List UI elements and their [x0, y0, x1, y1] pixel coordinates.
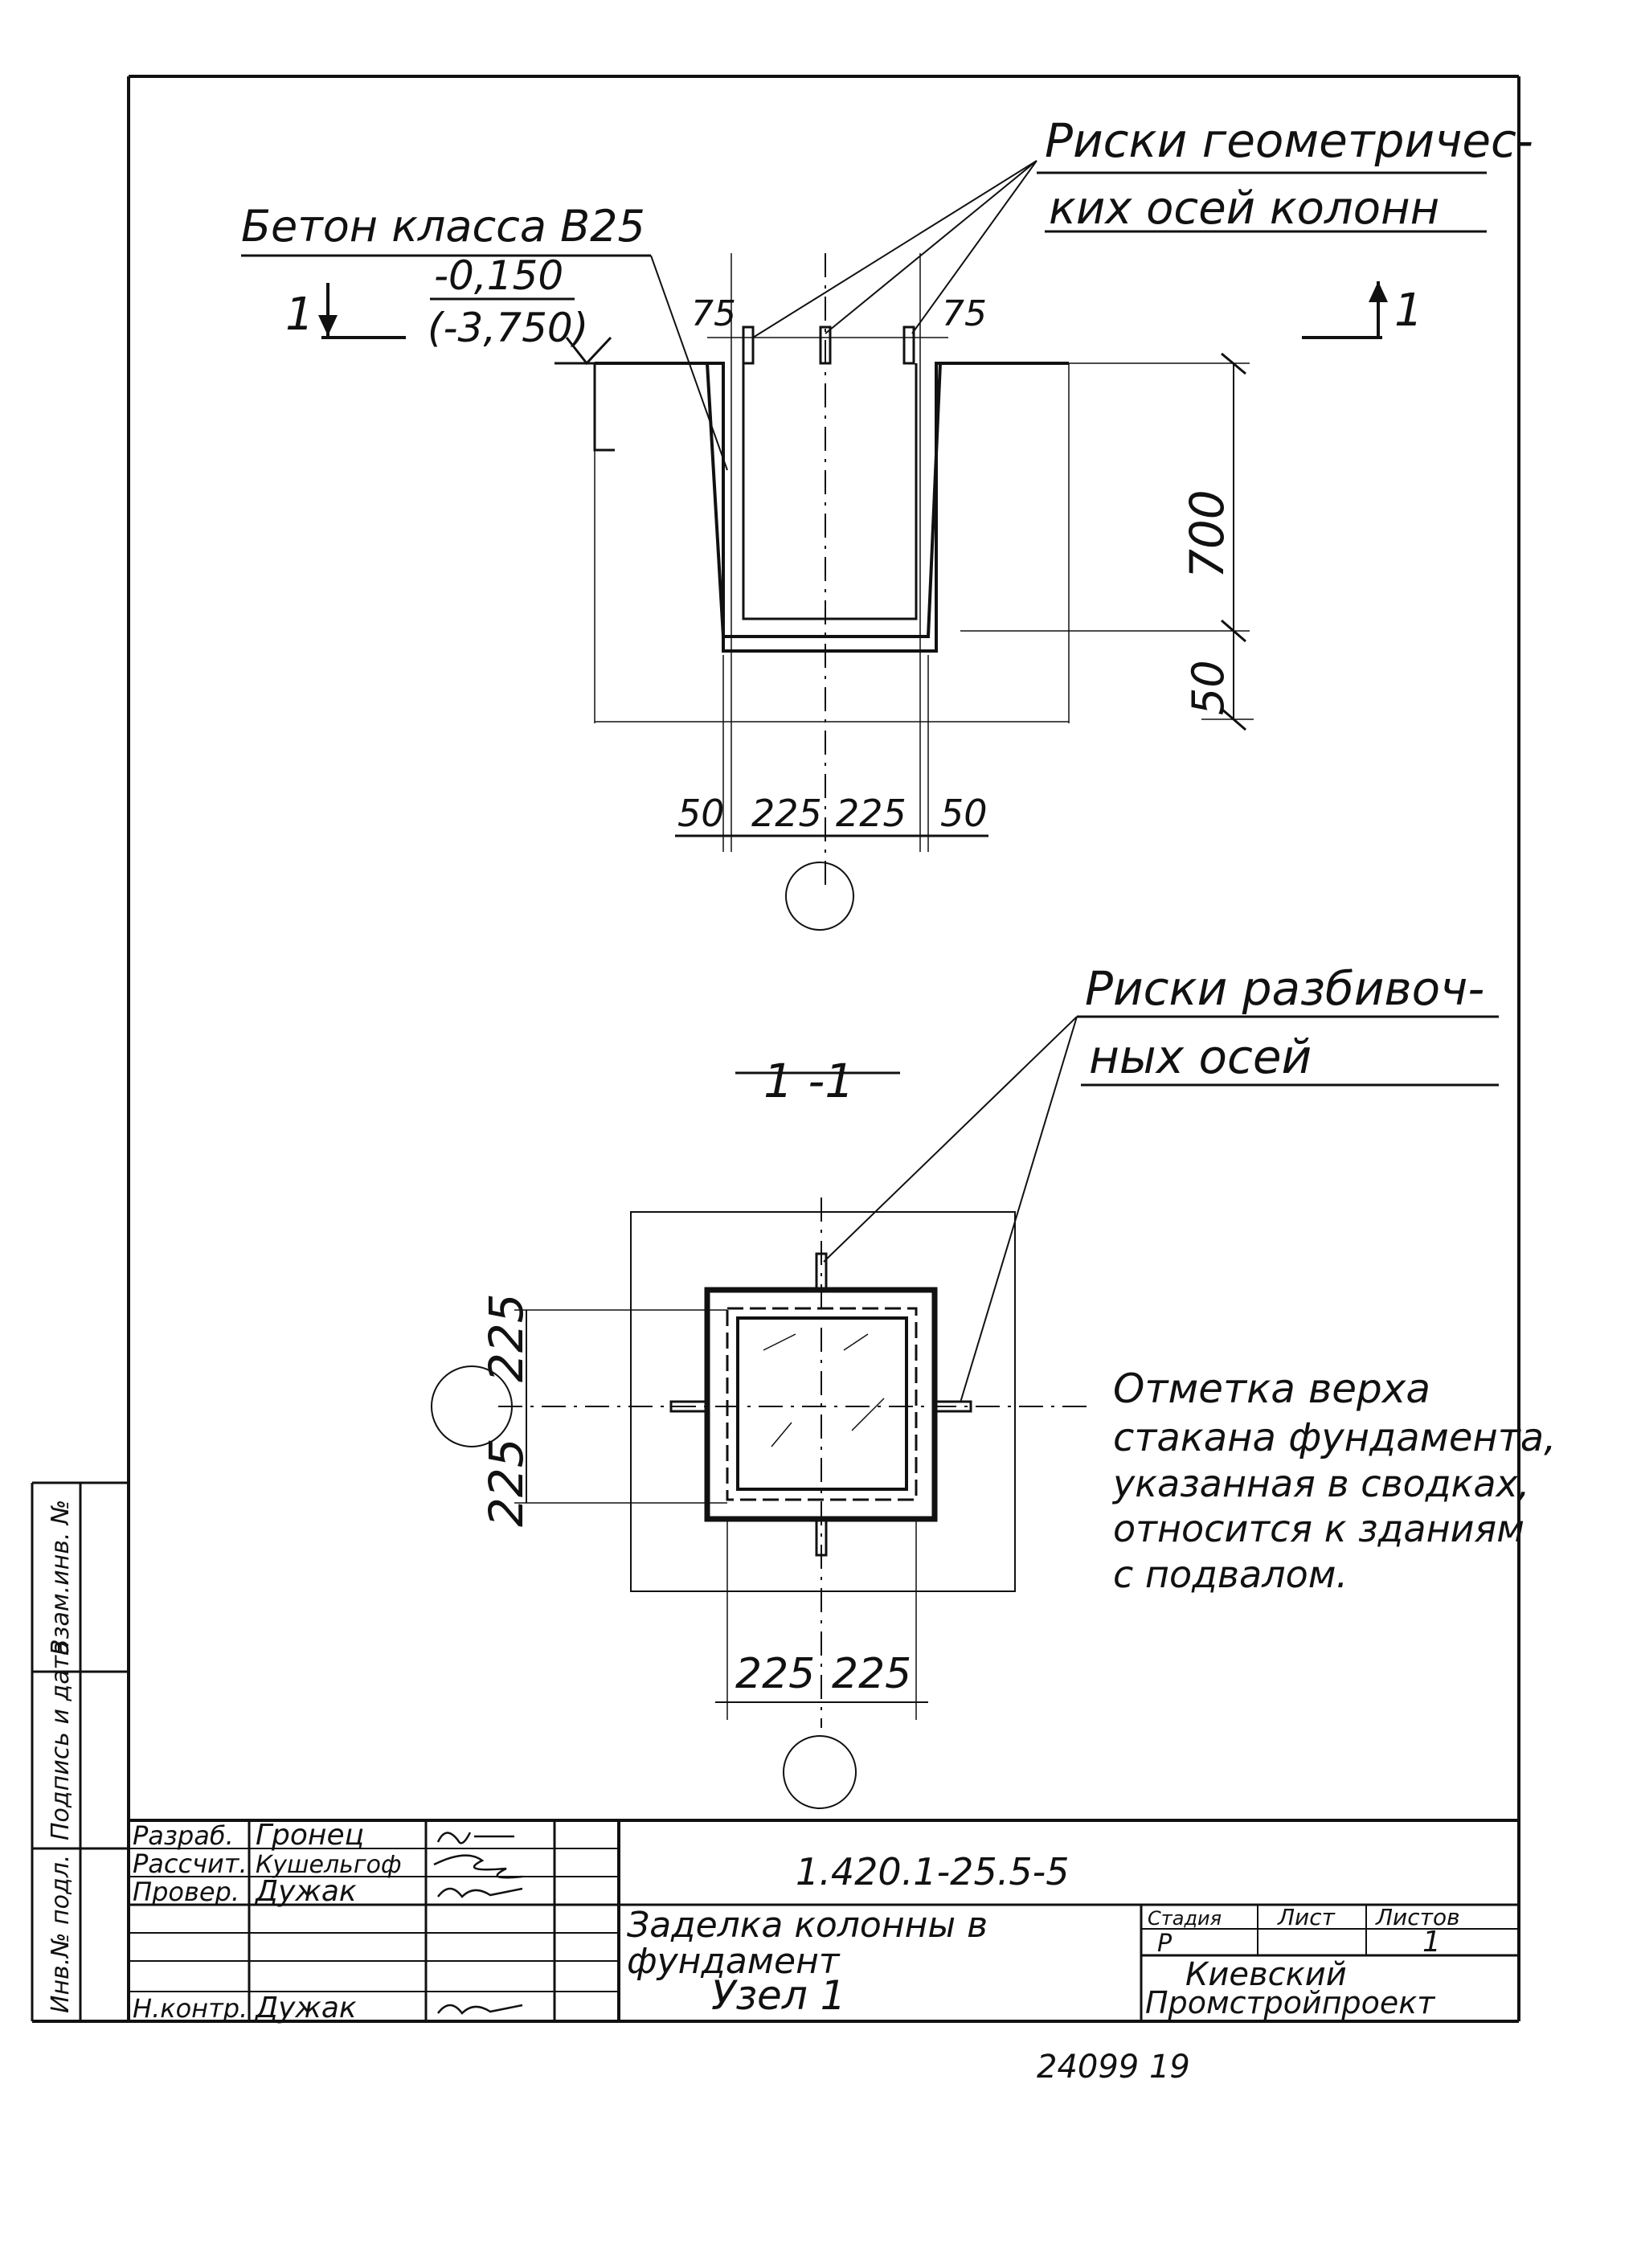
side-stamp: Взам.инв. № Подпись и дата Инв.№ подл.	[31, 1481, 129, 2021]
note-line-3: относится к зданиям	[1113, 1507, 1524, 1550]
socket-wall-left	[706, 362, 942, 638]
signature-2	[437, 1887, 523, 1898]
sheets-value: 1	[1422, 1926, 1441, 1959]
org-line1: Киевский	[1185, 1956, 1347, 1993]
role-1: Рассчит.	[133, 1848, 248, 1879]
upper-view: Риски геометричес- ких осей колонн Бетон…	[241, 113, 1533, 931]
title-line3: Узел 1	[711, 1972, 845, 2019]
stamp-original-inv: Инв.№ подл.	[47, 1855, 75, 2013]
note-line-1: стакана фундамента,	[1113, 1415, 1556, 1460]
label-layout-axes-line2: ных осей	[1089, 1030, 1312, 1084]
note-line-2: указанная в сводках,	[1111, 1462, 1529, 1505]
dim-bottom-2: 225	[836, 792, 906, 835]
level-top: -0,150	[434, 252, 563, 299]
note-line-4: с подвалом.	[1113, 1553, 1348, 1596]
dim-700: 700	[1180, 489, 1234, 579]
stage-value: Р	[1157, 1930, 1173, 1958]
title-line1: Заделка колонны в	[627, 1905, 988, 1946]
signature-1	[433, 1854, 523, 1879]
org-line2: Промстройпроект	[1145, 1985, 1436, 2020]
dim-left-top: 225	[479, 1293, 534, 1382]
signature-0	[436, 1832, 514, 1844]
sheets-header: Листов	[1375, 1904, 1460, 1930]
signature-6	[437, 2004, 523, 2015]
stamp-signature-date: Подпись и дата	[47, 1641, 75, 1841]
dim-50-vert: 50	[1183, 660, 1234, 715]
name-2: Дужак	[254, 1875, 357, 1908]
outer-outline	[630, 1211, 1016, 1592]
axis-bubble-lower	[783, 1735, 857, 1809]
section-mark-left: 1	[285, 289, 314, 341]
note-line-0: Отметка верха	[1113, 1365, 1430, 1412]
section-view: 1 -1 Риски разбивоч- ных осей 225 225	[431, 961, 1556, 1809]
dim-bottom-0: 50	[677, 792, 725, 835]
sheet-header: Лист	[1277, 1904, 1336, 1930]
doc-code: 1.420.1-25.5-5	[796, 1850, 1069, 1893]
name-6: Дужак	[254, 1992, 357, 2024]
dim-75-left: 75	[691, 293, 736, 334]
level-alt: (-3,750)	[428, 305, 588, 351]
role-2: Провер.	[133, 1877, 239, 1907]
dim-left-bottom: 225	[479, 1438, 534, 1527]
axis-mark-right	[902, 325, 915, 365]
section-dim-bottom-1: 225	[832, 1650, 911, 1698]
sheet-frame	[32, 75, 1520, 2023]
name-0: Гронец	[256, 1819, 364, 1852]
label-layout-axes-line1: Риски разбивоч-	[1085, 961, 1484, 1016]
section-dim-bottom-0: 225	[735, 1650, 815, 1698]
dim-bottom-1: 225	[751, 792, 822, 835]
dim-bottom-3: 50	[940, 792, 988, 835]
name-1: Кушельгоф	[256, 1851, 402, 1879]
axis-mark-left	[742, 325, 755, 365]
axis-mark-center	[819, 325, 832, 365]
axis-bubble-upper	[785, 862, 854, 931]
role-0: Разраб.	[133, 1820, 234, 1851]
footer-number: 24099 19	[1037, 2049, 1190, 2086]
concrete-inner	[742, 363, 918, 620]
title-block: Разраб. Гронец Рассчит. Кушельгоф Провер…	[129, 1819, 1519, 2024]
label-column-axes-line2: ких осей колонн	[1049, 182, 1439, 235]
stage-header: Стадия	[1148, 1907, 1222, 1930]
axis-bubble-left	[431, 1365, 513, 1447]
dim-75-right: 75	[942, 293, 987, 334]
section-title: 1 -1	[763, 1054, 854, 1108]
section-mark-right: 1	[1394, 285, 1423, 337]
role-6: Н.контр.	[133, 1993, 248, 2024]
label-concrete: Бетон класса В25	[241, 201, 645, 252]
title-line2: фундамент	[627, 1941, 841, 1982]
label-column-axes-line1: Риски геометричес-	[1045, 113, 1533, 168]
socket-outline	[595, 362, 1069, 653]
stamp-replacement: Взам.инв. №	[47, 1500, 75, 1656]
